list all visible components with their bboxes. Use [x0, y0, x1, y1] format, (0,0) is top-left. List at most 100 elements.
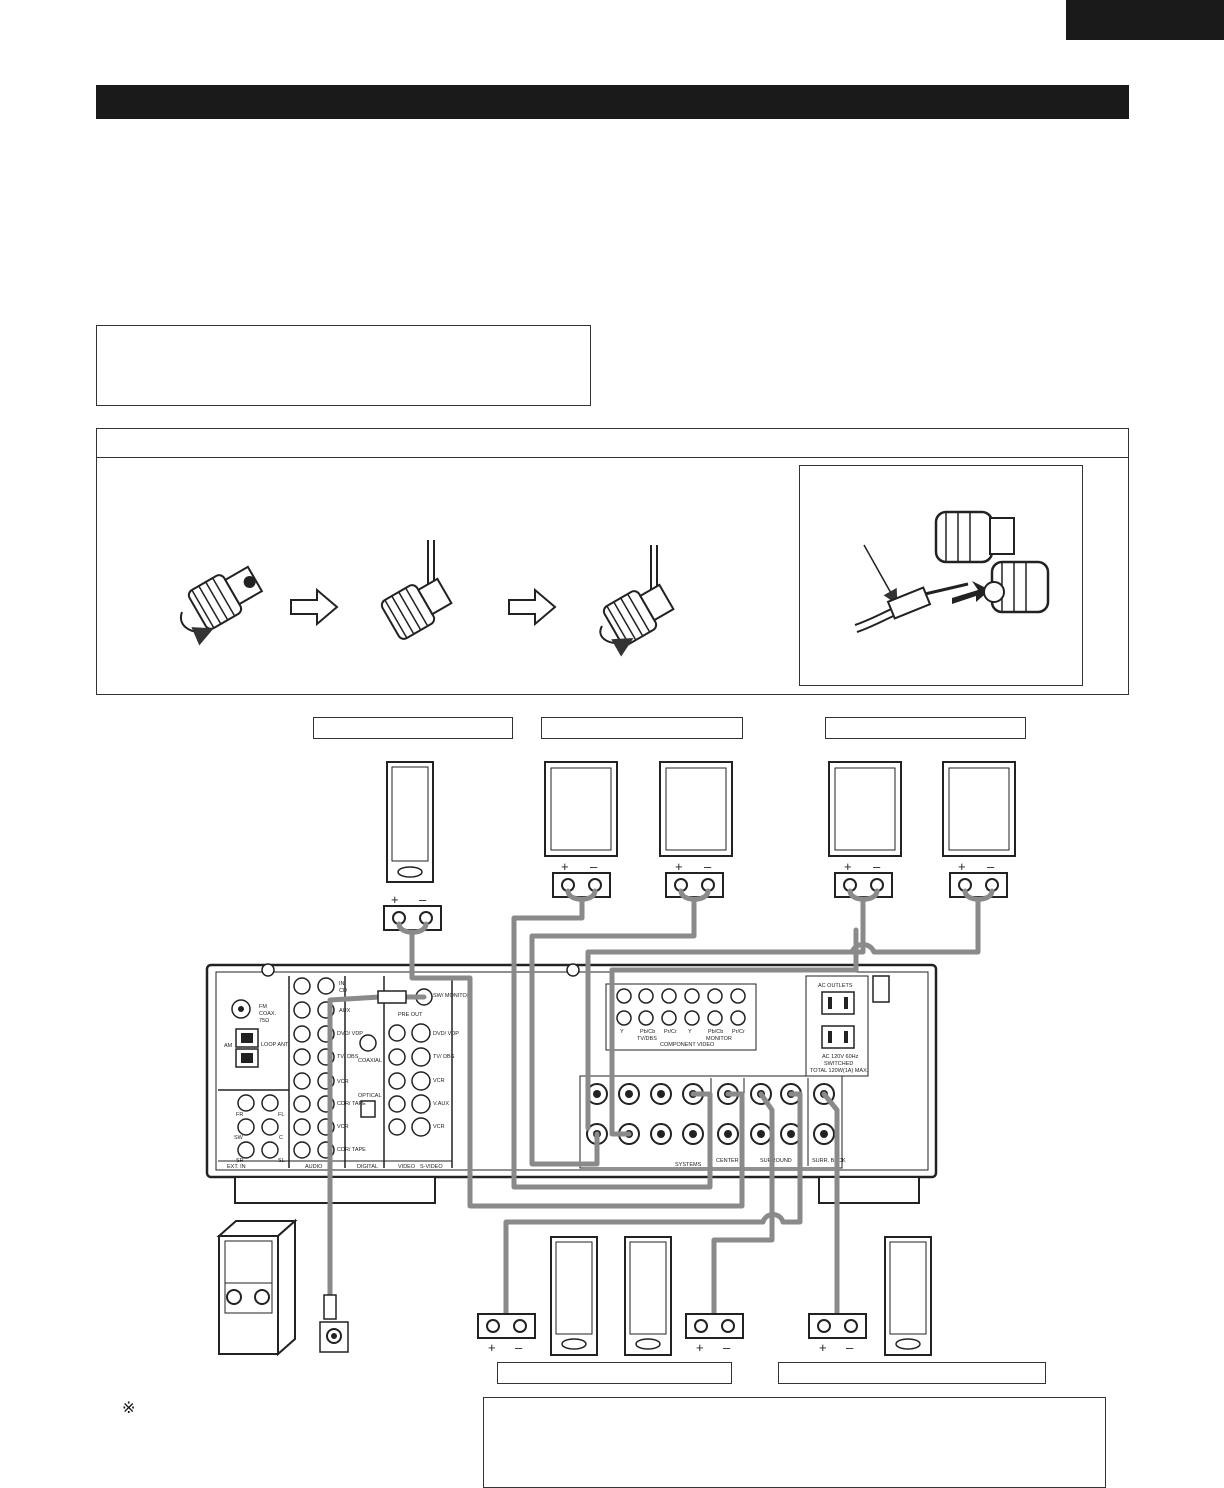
subwoofer-plug	[319, 990, 407, 1353]
svg-text:75Ω: 75Ω	[259, 1018, 269, 1024]
svg-text:–: –	[419, 892, 427, 907]
svg-text:AC 120V 60Hz: AC 120V 60Hz	[822, 1054, 859, 1060]
video-jacks	[388, 988, 433, 1137]
svg-text:TV/ DBS: TV/ DBS	[337, 1054, 359, 1060]
svg-text:C: C	[279, 1135, 283, 1141]
svg-text:–: –	[590, 859, 598, 874]
svg-text:Y: Y	[620, 1029, 624, 1035]
front-right-speaker	[659, 761, 733, 857]
terminal-step-1-illustration	[179, 565, 264, 646]
caution-box	[96, 325, 591, 406]
front-b-right-terminal	[949, 872, 1008, 898]
svg-text:AUX: AUX	[339, 1008, 351, 1014]
svg-text:SW: SW	[234, 1135, 244, 1141]
bottom-note-box	[483, 1397, 1106, 1488]
front-right-terminal	[665, 872, 724, 898]
svg-text:VCR: VCR	[433, 1124, 445, 1130]
svg-text:–: –	[987, 859, 995, 874]
svg-text:AM: AM	[224, 1043, 233, 1049]
svg-text:Pr/Cr: Pr/Cr	[664, 1029, 677, 1035]
svg-text:CENTER: CENTER	[716, 1158, 739, 1164]
terminal-polarity-signs-top: + – + – + – + – + –	[391, 859, 995, 907]
panel-header-divider	[97, 457, 1128, 458]
surround-left-speaker	[550, 1236, 598, 1356]
svg-text:PRE OUT: PRE OUT	[398, 1012, 423, 1018]
svg-text:AUDIO: AUDIO	[305, 1164, 323, 1170]
svg-text:CDR/ TAPE: CDR/ TAPE	[337, 1101, 366, 1107]
page-tab	[1066, 0, 1224, 40]
svg-text:SW/ MONITOR: SW/ MONITOR	[433, 993, 471, 999]
svg-text:VIDEO: VIDEO	[398, 1164, 416, 1170]
svg-text:SR: SR	[236, 1158, 244, 1164]
svg-text:+: +	[696, 1340, 704, 1355]
surround-speakers-label	[497, 1362, 732, 1384]
receiver-rear-panel	[205, 963, 938, 1204]
svg-text:Pr/Cr: Pr/Cr	[732, 1029, 745, 1035]
svg-text:TOTAL 120W(1A) MAX.: TOTAL 120W(1A) MAX.	[810, 1068, 869, 1074]
front-b-left-terminal	[834, 872, 893, 898]
svg-text:V.AUX: V.AUX	[433, 1101, 449, 1107]
svg-text:S-VIDEO: S-VIDEO	[420, 1164, 443, 1170]
svg-text:LOOP ANT.: LOOP ANT.	[261, 1042, 290, 1048]
svg-text:FL: FL	[278, 1112, 284, 1118]
svg-text:COAX.: COAX.	[259, 1011, 277, 1017]
svg-text:DVD/ VDP: DVD/ VDP	[433, 1031, 459, 1037]
svg-text:SURROUND: SURROUND	[760, 1158, 792, 1164]
svg-text:DIGITAL: DIGITAL	[357, 1164, 378, 1170]
svg-text:CD: CD	[339, 988, 347, 994]
svg-text:FM: FM	[259, 1004, 267, 1010]
surround-back-speakers-label	[778, 1362, 1046, 1384]
center-speaker	[386, 761, 434, 883]
front-b-speakers-label	[825, 717, 1026, 739]
svg-text:FR: FR	[236, 1112, 243, 1118]
svg-text:VCR: VCR	[433, 1078, 445, 1084]
front-left-terminal	[552, 872, 611, 898]
step-arrow-2	[508, 587, 557, 627]
svg-text:AC OUTLETS: AC OUTLETS	[818, 983, 853, 989]
svg-text:+: +	[958, 859, 966, 874]
svg-text:–: –	[723, 1340, 731, 1355]
svg-text:VCR: VCR	[337, 1079, 349, 1085]
svg-text:EXT. IN: EXT. IN	[227, 1164, 246, 1170]
svg-text:Pb/Cb: Pb/Cb	[708, 1029, 723, 1035]
component-video-jacks	[616, 988, 746, 1026]
surround-right-speaker	[624, 1236, 672, 1356]
svg-text:TV/DBS: TV/DBS	[637, 1036, 657, 1042]
front-speakers-label	[541, 717, 743, 739]
svg-text:+: +	[675, 859, 683, 874]
svg-text:COMPONENT VIDEO: COMPONENT VIDEO	[660, 1042, 715, 1048]
front-left-speaker	[544, 761, 618, 857]
section-title-bar	[96, 85, 1129, 119]
svg-text:Pb/Cb: Pb/Cb	[640, 1029, 655, 1035]
svg-text:Y: Y	[688, 1029, 692, 1035]
svg-text:SL: SL	[278, 1158, 285, 1164]
svg-text:TV/ DBS: TV/ DBS	[433, 1054, 455, 1060]
svg-text:+: +	[844, 859, 852, 874]
svg-text:+: +	[819, 1340, 827, 1355]
surround-right-terminal	[685, 1313, 744, 1339]
front-b-right-speaker	[942, 761, 1016, 857]
svg-text:+: +	[488, 1340, 496, 1355]
svg-text:–: –	[873, 859, 881, 874]
svg-text:–: –	[515, 1340, 523, 1355]
center-speaker-terminal	[383, 905, 442, 931]
surround-left-terminal	[477, 1313, 536, 1339]
svg-text:MONITOR: MONITOR	[706, 1036, 732, 1042]
receiver-panel-labels: FM COAX. 75Ω LOOP ANT. AM IN CD AUX DVD/…	[224, 981, 869, 1170]
svg-text:+: +	[561, 859, 569, 874]
front-b-left-speaker	[828, 761, 902, 857]
svg-text:COAXIAL: COAXIAL	[358, 1058, 382, 1064]
banana-plug-illustration	[854, 510, 1050, 633]
svg-text:CDR/ TAPE: CDR/ TAPE	[337, 1147, 366, 1153]
terminal-step-3-illustration	[599, 545, 675, 657]
svg-text:IN: IN	[339, 981, 345, 987]
terminal-polarity-signs-bottom: + – + – + –	[488, 1340, 854, 1355]
svg-text:OPTICAL: OPTICAL	[358, 1093, 382, 1099]
svg-text:SWITCHED: SWITCHED	[824, 1061, 853, 1067]
terminal-step-2-illustration	[380, 540, 453, 640]
surround-back-speaker	[884, 1236, 932, 1356]
svg-text:–: –	[704, 859, 712, 874]
ext-in-jacks	[237, 1094, 279, 1159]
svg-text:VCR: VCR	[337, 1124, 349, 1130]
note-mark: ※	[122, 1400, 136, 1417]
